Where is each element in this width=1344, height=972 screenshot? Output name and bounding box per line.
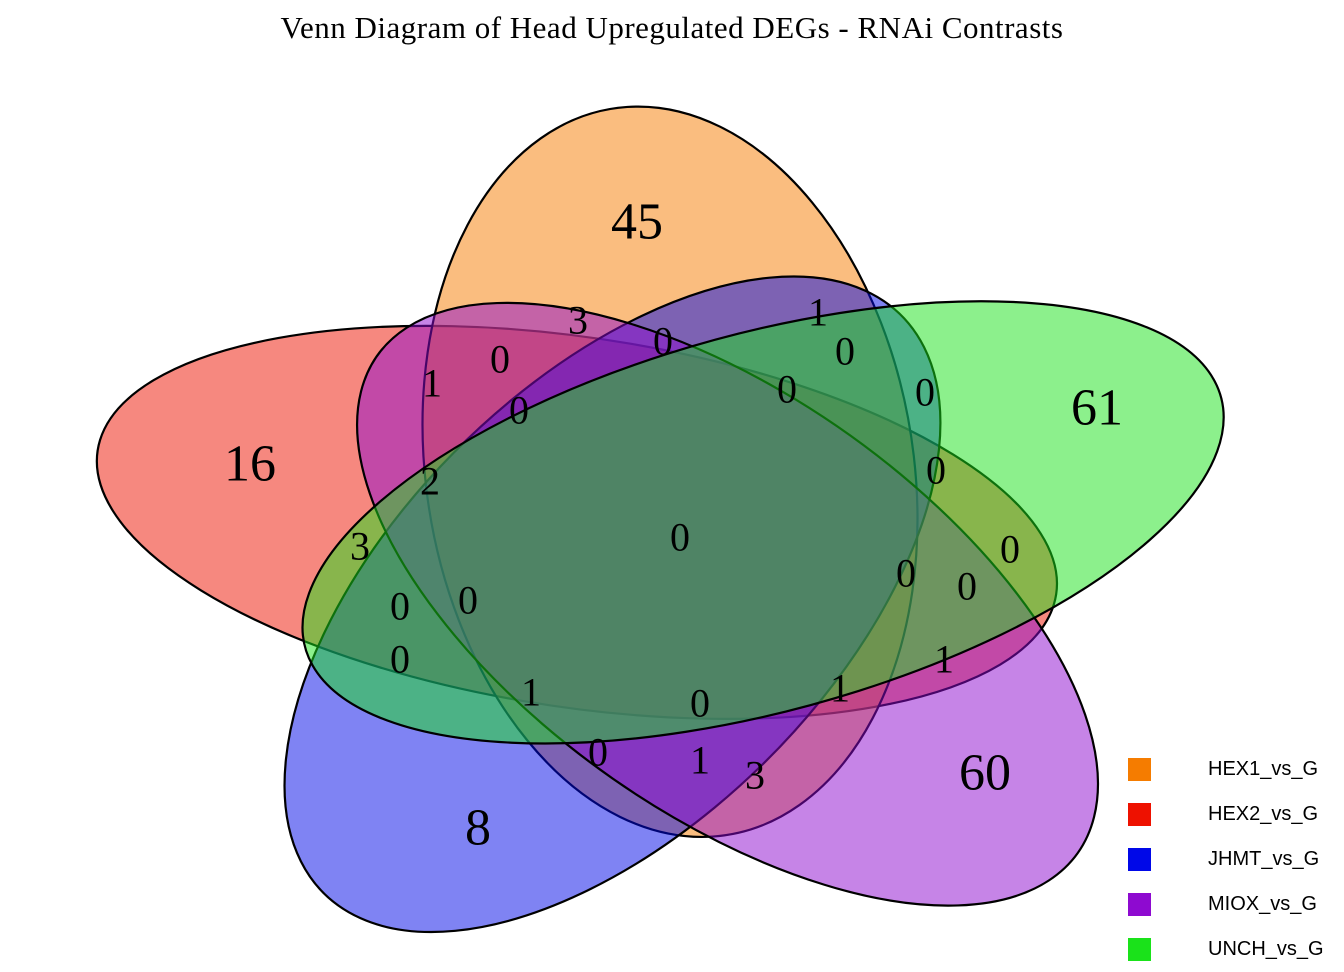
legend-label: UNCH_vs_G <box>1208 938 1324 960</box>
region-count-label: 3 <box>745 753 765 798</box>
legend-color-swatch <box>1128 848 1151 871</box>
region-count-label: 0 <box>670 515 690 560</box>
region-count-label: 0 <box>926 448 946 493</box>
region-count-label: 8 <box>465 800 491 857</box>
region-count-label: 1 <box>830 666 850 711</box>
region-count-label: 0 <box>690 681 710 726</box>
legend-color-swatch <box>1128 803 1151 826</box>
region-count-label: 0 <box>490 337 510 382</box>
region-count-label: 0 <box>390 584 410 629</box>
region-count-label: 0 <box>588 730 608 775</box>
venn-ellipse-group <box>45 91 1309 960</box>
chart-title: Venn Diagram of Head Upregulated DEGs - … <box>280 10 1064 45</box>
region-count-label: 0 <box>915 370 935 415</box>
region-count-label: 61 <box>1071 380 1123 437</box>
legend: HEX1_vs_G HEX2_vs_G JHMT_vs_G MIOX_vs_G UNCH… <box>1128 747 1324 972</box>
region-count-label: 16 <box>224 436 276 493</box>
region-count-label: 0 <box>458 578 478 623</box>
legend-item-jhmt: JHMT_vs_G <box>1128 837 1324 882</box>
region-count-label: 0 <box>957 564 977 609</box>
legend-item-hex2: HEX2_vs_G <box>1128 792 1324 837</box>
region-count-label: 0 <box>509 388 529 433</box>
venn-ellipse-unch <box>217 211 1309 834</box>
legend-color-swatch <box>1128 938 1151 961</box>
legend-label: HEX1_vs_G <box>1208 758 1319 780</box>
region-count-label: 0 <box>1000 527 1020 572</box>
region-count-label: 1 <box>690 738 710 783</box>
legend-label: JHMT_vs_G <box>1208 848 1320 870</box>
legend-color-swatch <box>1128 758 1151 781</box>
region-count-label: 0 <box>896 551 916 596</box>
region-count-label: 0 <box>777 367 797 412</box>
region-count-label: 2 <box>420 459 440 504</box>
legend-item-hex1: HEX1_vs_G <box>1128 747 1324 792</box>
region-count-label: 1 <box>521 670 541 715</box>
region-count-label: 0 <box>653 319 673 364</box>
region-count-label: 3 <box>350 524 370 569</box>
region-count-label: 1 <box>934 637 954 682</box>
legend-label: HEX2_vs_G <box>1208 803 1319 825</box>
region-count-label: 1 <box>422 361 442 406</box>
region-count-label: 0 <box>835 329 855 374</box>
region-count-label: 60 <box>959 745 1011 802</box>
region-count-label: 3 <box>568 298 588 343</box>
legend-label: MIOX_vs_G <box>1208 893 1317 915</box>
region-count-label: 45 <box>611 194 663 251</box>
region-count-label: 1 <box>808 290 828 335</box>
region-count-label: 0 <box>390 637 410 682</box>
legend-color-swatch <box>1128 893 1151 916</box>
legend-item-unch: UNCH_vs_G <box>1128 927 1324 972</box>
legend-item-miox: MIOX_vs_G <box>1128 882 1324 927</box>
